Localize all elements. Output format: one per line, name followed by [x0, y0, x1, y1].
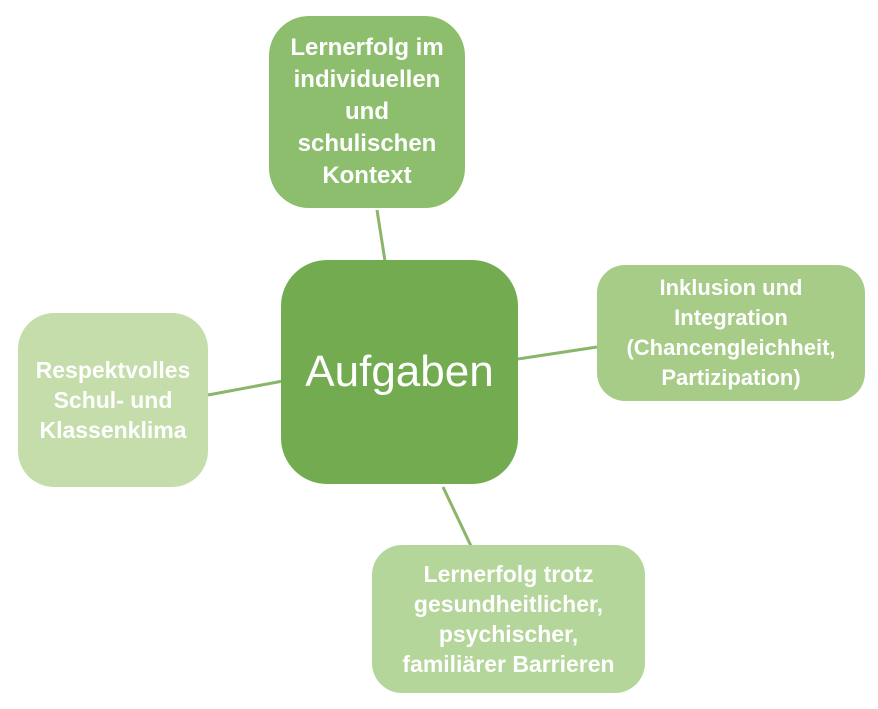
- node-respectful-climate: Respektvolles Schul- und Klassenklima: [18, 313, 208, 487]
- connector-center-to-bottom: [441, 486, 473, 547]
- node-learning-success-context: Lernerfolg im individuellen und schulisc…: [269, 16, 465, 208]
- node-learning-success-barriers: Lernerfolg trotz gesundheitlicher, psych…: [372, 545, 645, 693]
- connector-center-to-left: [207, 379, 284, 397]
- connector-center-to-top: [375, 209, 387, 262]
- connector-center-to-right: [517, 345, 598, 361]
- node-central-aufgaben: Aufgaben: [281, 260, 518, 484]
- node-learning-success-barriers-label: Lernerfolg trotz gesundheitlicher, psych…: [402, 561, 615, 677]
- node-learning-success-context-label: Lernerfolg im individuellen und schulisc…: [290, 34, 444, 189]
- node-central-aufgaben-label: Aufgaben: [305, 347, 494, 396]
- node-inclusion-integration-label: Inklusion und Integration (Chancengleich…: [626, 275, 836, 390]
- node-inclusion-integration: Inklusion und Integration (Chancengleich…: [597, 265, 865, 401]
- node-respectful-climate-label: Respektvolles Schul- und Klassenklima: [35, 357, 191, 443]
